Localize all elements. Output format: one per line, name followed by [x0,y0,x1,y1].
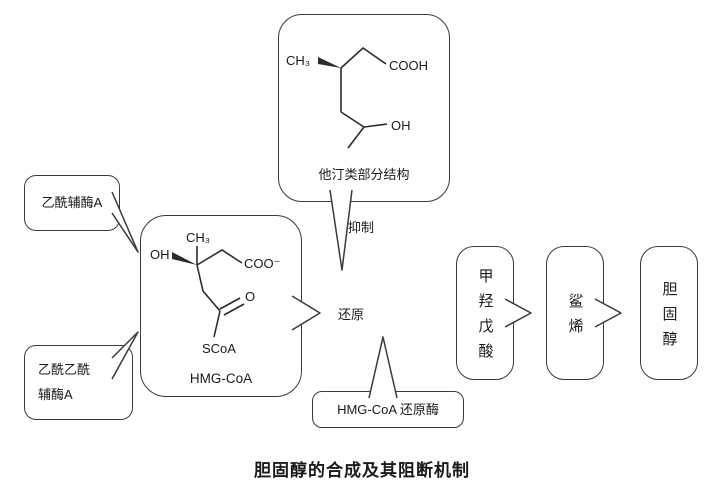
mevalonate-label: 甲羟戊酸 [476,268,494,368]
wedge-bond [172,252,197,265]
statin-bubble: 他汀类部分结构 [278,14,450,202]
hmg-coa-box: HMG-CoA [140,215,302,397]
bond [196,249,243,266]
bond [340,111,365,128]
bond [340,46,387,69]
pathway-box-mevalonate: 甲羟戊酸 [456,246,514,380]
atom-label-scoa: SCoA [202,341,236,356]
statin-bubble-caption: 他汀类部分结构 [318,167,410,182]
acetoacetyl-coa-label-line2: 辅酶A [38,386,73,402]
reductase-label: HMG-CoA 还原酶 [337,401,439,417]
bond [196,264,221,312]
acetyl-coa-label: 乙酰辅酶A [41,195,103,211]
double-bond [219,297,241,310]
double-bond [223,303,245,316]
inhibit-label: 抑制 [348,220,375,235]
bond [363,123,388,128]
cholesterol-label: 胆固醇 [660,280,678,356]
acetoacetyl-coa-bubble: 乙酰乙酰 辅酶A [24,345,133,420]
squalene-label: 鲨烯 [566,293,584,343]
statin-structure: CH₃ COOH OH [286,46,428,149]
pathway-box-cholesterol: 胆固醇 [640,246,698,380]
atom-label-o: O [245,289,255,304]
atom-label-cooh: COOH [389,58,428,73]
atom-label-ch3: CH₃ [186,230,210,245]
wedge-bond [318,57,341,68]
reduce-label: 还原 [338,307,365,322]
hmg-coa-structure: CH₃ OH COO⁻ O SCoA [150,230,280,356]
atom-label-oh: OH [150,247,170,262]
atom-label-ch3: CH₃ [286,53,310,68]
acetyl-coa-bubble: 乙酰辅酶A [24,175,120,231]
hmg-coa-caption: HMG-CoA [189,371,253,386]
reductase-box: HMG-CoA 还原酶 [312,391,464,428]
reductase-box-tail [368,336,398,399]
bond [213,310,221,338]
atom-label-oh: OH [391,118,411,133]
pathway-box-squalene: 鲨烯 [546,246,604,380]
bond [347,126,365,149]
acetoacetyl-coa-label-line1: 乙酰乙酰 [38,361,91,377]
atom-label-coo: COO⁻ [244,256,280,271]
diagram-title: 胆固醇的合成及其阻断机制 [254,461,470,480]
